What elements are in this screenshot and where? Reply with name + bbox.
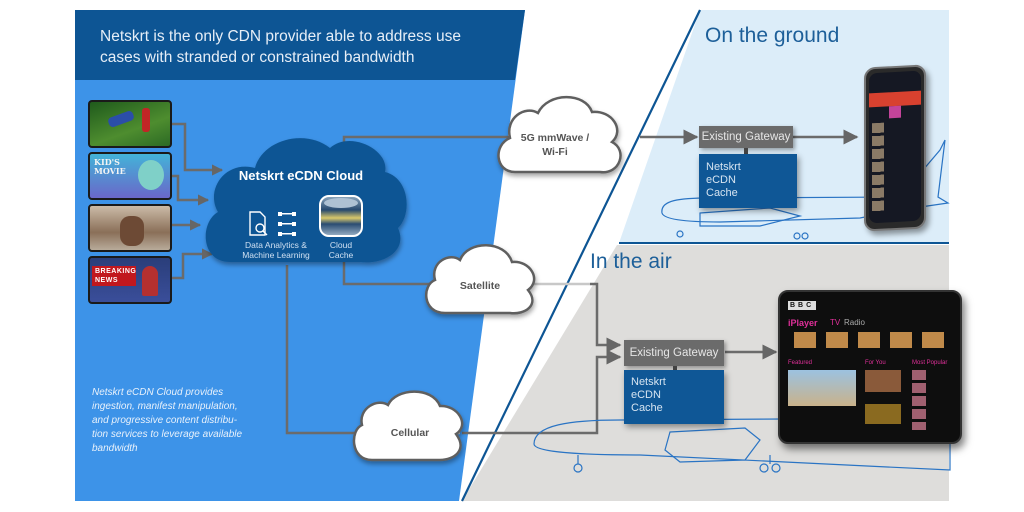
tablet: BBC iPlayer TV Radio Featured For You Mo… [778,290,962,444]
thumbnail-sports [88,100,172,148]
thumbnail-breaking-news: BREAKING NEWS [88,256,172,304]
network-satellite-label: Satellite [459,280,501,292]
ground-ecdn-cache: Netskrt eCDN Cache [699,154,797,208]
tablet-featured: Featured [788,360,813,366]
phone-header-bar [869,90,921,108]
document-search-icon [249,211,268,236]
phone-screen [869,70,921,224]
tablet-for-you: For You [865,360,886,366]
tablet-tab-radio: Radio [844,318,865,327]
air-gateway-connector [673,366,677,371]
ecdn-cloud-title: Netskrt eCDN Cloud [238,168,364,183]
airplane-outline-ground [661,139,950,240]
cloud-cellular [352,390,464,462]
tablet-most-popular: Most Popular [912,360,948,366]
bbc-logo: BBC [788,301,817,310]
network-graph-icon [278,212,296,236]
thumbnail-drama [88,204,172,252]
air-ecdn-cache: Netskrt eCDN Cache [624,370,724,424]
tablet-tab-tv: TV [830,318,841,327]
ground-existing-gateway: Existing Gateway [699,126,793,148]
ground-gateway-connector [744,148,748,154]
header-band [75,10,525,80]
air-existing-gateway: Existing Gateway [624,340,724,366]
cloud-cache-label: Cloud Cache [328,240,354,260]
tablet-carousel [794,332,954,348]
thumbnail-kids-movie: KID'S MOVIE [88,152,172,200]
network-5g-label: 5G mmWave / Wi-Fi [520,132,590,158]
phone-thumbnails [872,122,884,214]
headline: Netskrt is the only CDN provider able to… [100,28,461,66]
smartphone [864,64,926,232]
analytics-label: Data Analytics & Machine Learning [242,240,310,260]
airplane-outline-air [533,417,951,473]
tablet-featured-image [788,370,856,406]
network-cellular-label: Cellular [390,427,430,439]
iplayer-logo: iPlayer [788,318,818,328]
air-title: In the air [590,250,672,273]
cloud-5g [497,95,622,174]
cloud-satellite [425,244,536,315]
ground-title: On the ground [705,24,840,47]
ecdn-description: Netskrt eCDN Cloud provides ingestion, m… [92,387,243,454]
cloud-cache-database-icon [319,195,363,237]
